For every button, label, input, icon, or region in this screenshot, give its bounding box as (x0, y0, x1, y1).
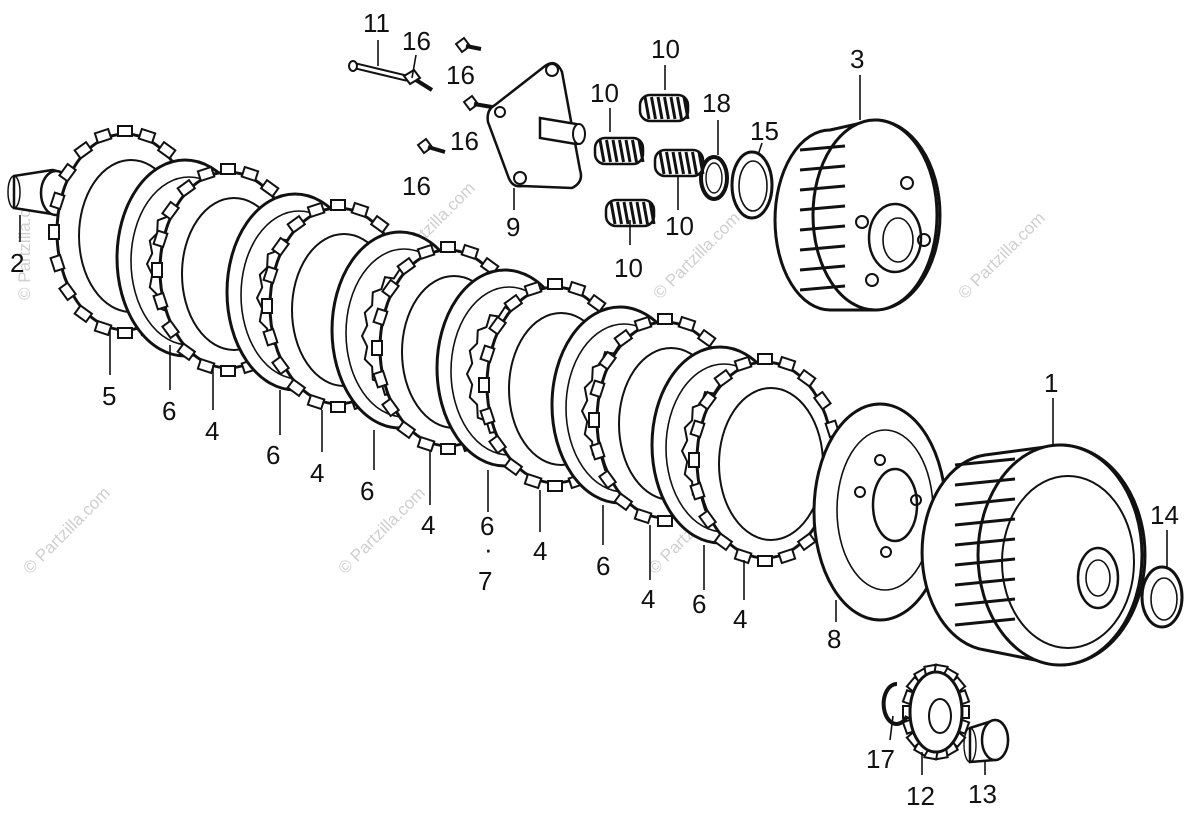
callout-label: 12 (906, 781, 935, 811)
callout-label: 10 (665, 211, 694, 241)
part-bolt (416, 137, 446, 155)
callout-label: 16 (450, 126, 479, 156)
callout-label: 9 (506, 212, 520, 242)
callout-label: 11 (363, 8, 390, 38)
callout-label: 3 (850, 44, 864, 74)
callout-label: 4 (533, 536, 547, 566)
part-primary-gear (901, 663, 971, 761)
callout-label: 16 (402, 26, 431, 56)
callout-label: 10 (590, 78, 619, 108)
callout-label: 4 (205, 416, 219, 446)
part-bushing (963, 718, 1010, 764)
callout-label: 18 (702, 88, 731, 118)
clutch-spring (638, 93, 690, 123)
part-lifter-plate (486, 61, 586, 190)
callout-label: 17 (866, 744, 895, 774)
callout-label: 4 (733, 604, 747, 634)
part-clutch-center (773, 118, 942, 312)
callout-label: 10 (651, 34, 680, 64)
clutch-spring (653, 148, 705, 178)
callout-label: 6 (480, 511, 494, 541)
watermark: © Partzilla.com (19, 483, 113, 577)
callout-label: 2 (10, 248, 24, 278)
callout-label: 14 (1150, 500, 1179, 530)
callout-label: 4 (421, 510, 435, 540)
callout-label: 16 (402, 171, 431, 201)
callout-label: 15 (750, 116, 779, 146)
watermark: © Partzilla.com (649, 208, 743, 302)
callout-label: 4 (310, 458, 324, 488)
part-bolt (462, 94, 493, 112)
part-circlip (881, 681, 909, 726)
part-bolt (454, 36, 482, 54)
callout-label: 6 (266, 440, 280, 470)
watermark: © Partzilla.com (334, 483, 428, 577)
part-pressure-plate (812, 402, 948, 622)
callout-label: · (484, 534, 493, 564)
watermark: © Partzilla.com (954, 208, 1048, 302)
leader-lines (19, 40, 1168, 775)
part-bolt (402, 68, 434, 92)
callout-label: 6 (360, 476, 374, 506)
callout-label: 13 (968, 779, 997, 809)
callout-label: 4 (641, 584, 655, 614)
part-thrust-washer (1140, 565, 1184, 629)
part-ring (699, 155, 729, 201)
part-clutch-outer (920, 443, 1147, 667)
callout-label: 5 (102, 381, 116, 411)
callout-label: 1 (1044, 368, 1058, 398)
callout-label: 6 (596, 551, 610, 581)
part-washer (730, 150, 774, 220)
callout-label: 6 (692, 589, 706, 619)
watermark: © Partzilla.com (15, 185, 34, 300)
callout-label: 10 (614, 253, 643, 283)
callout-label: 7 (478, 566, 492, 596)
callout-label: 6 (162, 396, 176, 426)
part-lifter-rod (348, 60, 410, 82)
callout-label: 16 (446, 60, 475, 90)
callout-label: 8 (827, 624, 841, 654)
callout-labels: 11 16 16 16 16 10 10 10 10 18 15 3 9 2 5… (10, 8, 1179, 811)
clutch-spring (593, 136, 645, 166)
clutch-springs (593, 93, 705, 228)
